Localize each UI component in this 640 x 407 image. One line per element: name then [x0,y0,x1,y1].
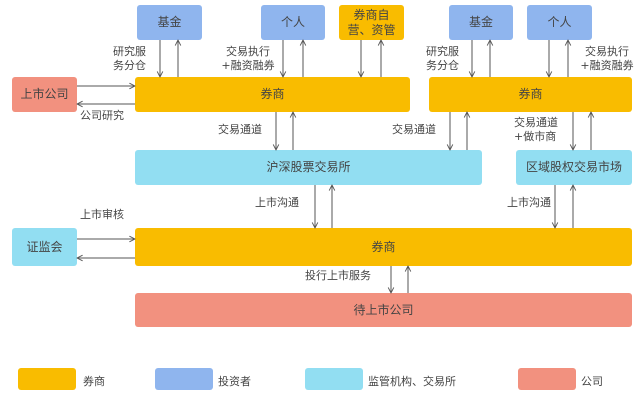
label-trade-channel-market-maker: 交易通道+做市商 [514,116,558,143]
label-listing-review: 上市审核 [80,208,124,221]
node-pre-ipo-company: 待上市公司 [135,293,632,327]
node-fund-right: 基金 [449,5,513,40]
label-research-left: 研究服务分仓 [113,45,146,72]
label-research-right: 研究服务分仓 [426,45,459,72]
node-individual-right: 个人 [527,5,592,40]
node-sz-sh-exchange: 沪深股票交易所 [135,150,482,185]
node-regional-equity-market: 区域股权交易市场 [516,150,632,185]
node-individual-left: 个人 [261,5,325,40]
node-broker-middle: 券商 [135,228,632,266]
legend-swatch-investor [155,368,213,390]
legend-swatch-broker [18,368,76,390]
label-company-research: 公司研究 [80,109,124,122]
legend-label-broker: 券商 [83,375,105,388]
label-trade-exec-left: 交易执行+融资融券 [221,45,275,72]
label-listing-comm-right: 上市沟通 [507,196,551,209]
label-trade-channel-left: 交易通道 [218,123,262,136]
node-csrc: 证监会 [12,228,77,266]
node-broker-proprietary: 券商自营、资管 [339,5,404,40]
label-listing-comm-left: 上市沟通 [255,196,299,209]
node-fund-left: 基金 [137,5,202,40]
label-trade-channel-mid: 交易通道 [392,123,436,136]
legend-swatch-company [518,368,576,390]
node-listed-company: 上市公司 [12,77,77,112]
label-ib-service: 投行上市服务 [305,269,371,282]
legend-label-investor: 投资者 [218,375,251,388]
label-trade-exec-right: 交易执行+融资融券 [580,45,634,72]
legend-swatch-regulator [305,368,363,390]
legend-label-regulator: 监管机构、交易所 [368,375,456,388]
node-broker-top-right: 券商 [429,77,632,112]
node-broker-top-left: 券商 [135,77,410,112]
legend-label-company: 公司 [581,375,603,388]
